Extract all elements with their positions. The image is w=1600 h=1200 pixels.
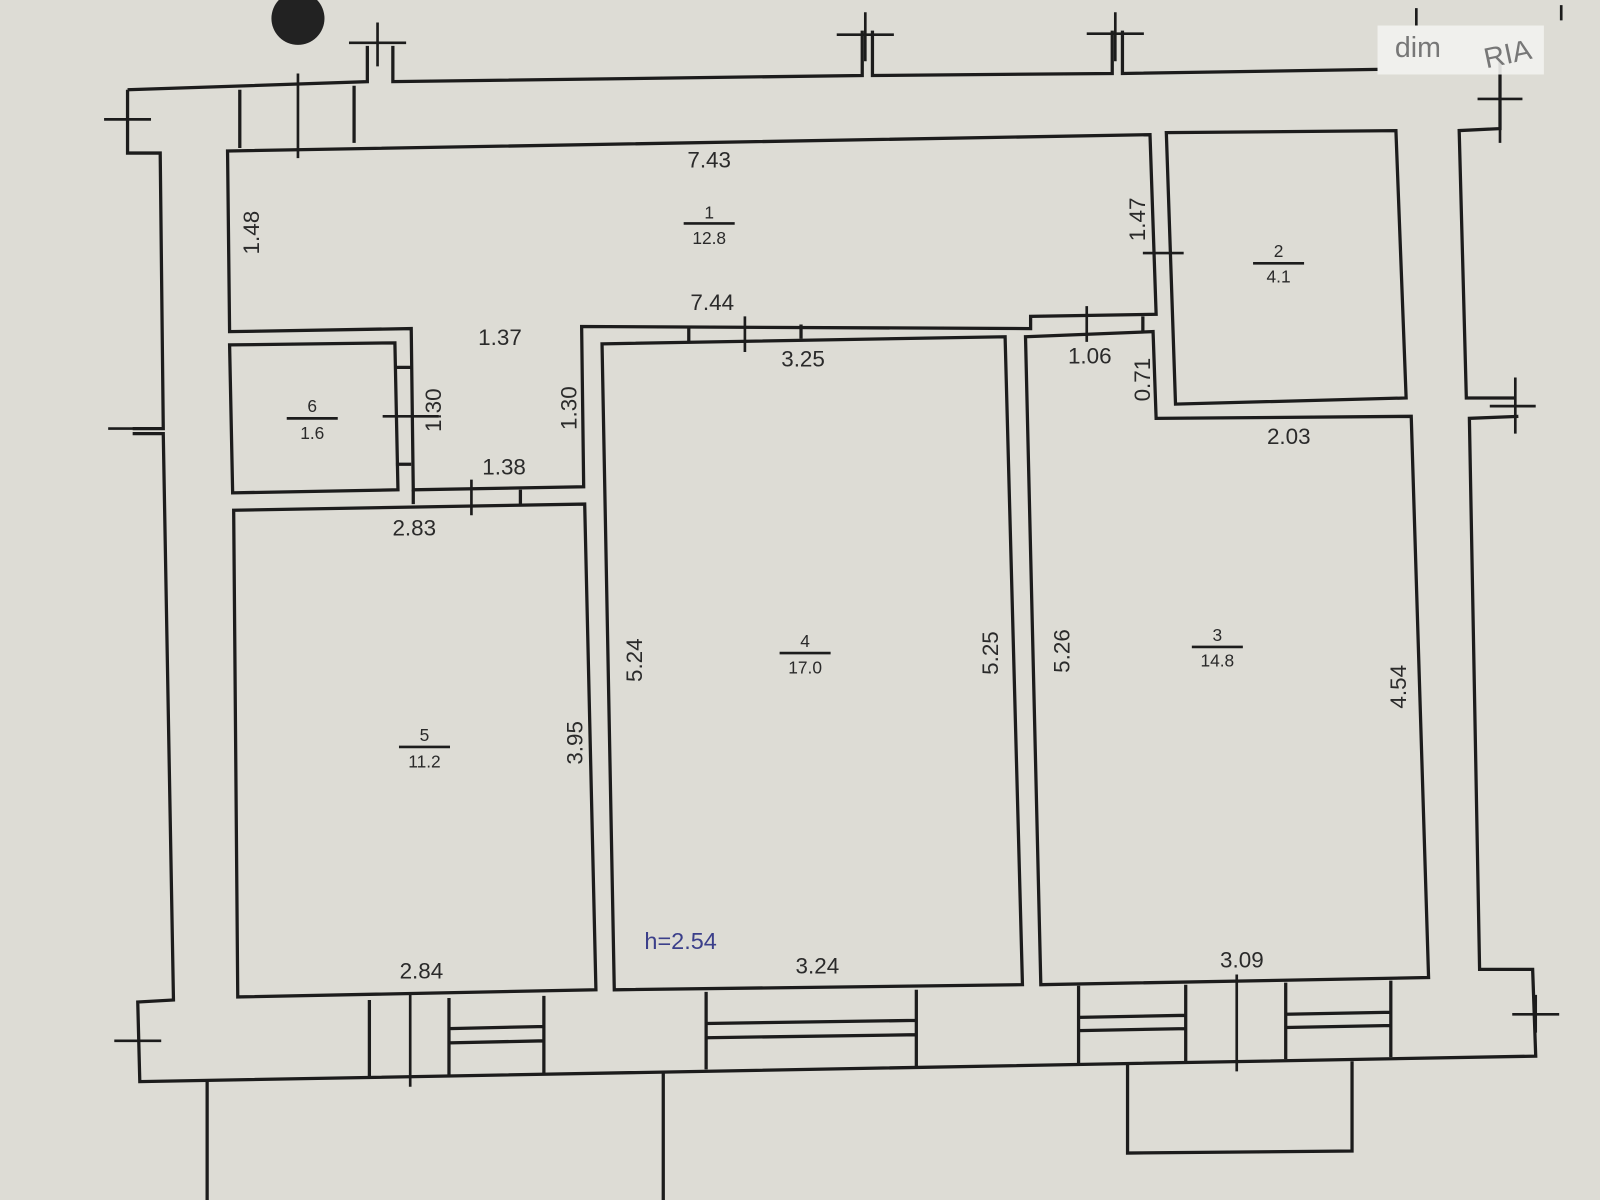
room-6-label: 6 1.6 [286,396,338,443]
dim-label: 1.48 [239,211,264,255]
dim-label: 1.37 [478,325,522,350]
dimension-ticks [104,5,1563,1087]
dim-label: 5.24 [622,638,647,682]
dimension-labels: 7.43 1.48 7.44 1.47 1.37 3.25 1.06 0.71 … [239,147,1411,983]
room-3-outline [1023,329,1431,987]
svg-text:4.1: 4.1 [1267,267,1291,287]
svg-text:1.6: 1.6 [300,423,324,443]
dim-label: 1.30 [421,388,446,432]
watermark-logo: dim RIA [1377,25,1544,75]
ink-blot [271,0,325,45]
room-4-outline [600,335,1025,992]
room-2-outline [1164,128,1408,406]
svg-text:11.2: 11.2 [408,751,440,771]
room-2-label: 2 4.1 [1253,241,1305,287]
dim-label: 5.26 [1049,629,1074,673]
room-1-outline [225,133,1158,492]
dim-label: 7.44 [690,290,734,315]
dim-label: 4.54 [1386,665,1411,709]
svg-text:4: 4 [800,631,810,651]
room-4-label: 4 17.0 [779,631,831,677]
dim-label: 1.06 [1068,343,1112,368]
svg-text:3: 3 [1213,625,1223,645]
svg-text:12.8: 12.8 [692,228,726,248]
room-walls [225,85,1431,999]
dim-label: 1.38 [482,454,526,479]
dim-label: 3.24 [796,953,840,978]
outer-walls [125,30,1538,1200]
room-1-label: 1 12.8 [683,202,735,248]
dim-label: 7.43 [687,147,731,172]
room-3-label: 3 14.8 [1191,625,1243,670]
svg-text:5: 5 [420,725,430,745]
dim-label: 0.71 [1130,358,1155,402]
dim-label: 3.09 [1220,947,1264,972]
room-5-label: 5 11.2 [398,725,450,771]
dim-label: 1.30 [557,386,582,430]
dim-label: 3.25 [781,346,825,371]
dim-label: 1.47 [1125,198,1150,242]
watermark-brand: dim [1395,32,1441,64]
ceiling-height-label: h=2.54 [644,928,716,954]
svg-text:17.0: 17.0 [788,657,822,677]
svg-text:6: 6 [307,396,317,416]
room-6-outline [227,341,400,495]
room-5-outline [232,502,598,999]
svg-text:14.8: 14.8 [1200,650,1234,670]
svg-text:2: 2 [1274,241,1284,261]
dim-label: 2.84 [400,959,444,984]
dim-label: 2.03 [1267,424,1311,449]
svg-text:1: 1 [704,202,714,222]
dim-label: 5.25 [978,631,1003,675]
dim-label: 2.83 [392,516,436,541]
windows [367,980,1393,1077]
dim-label: 3.95 [563,721,588,765]
